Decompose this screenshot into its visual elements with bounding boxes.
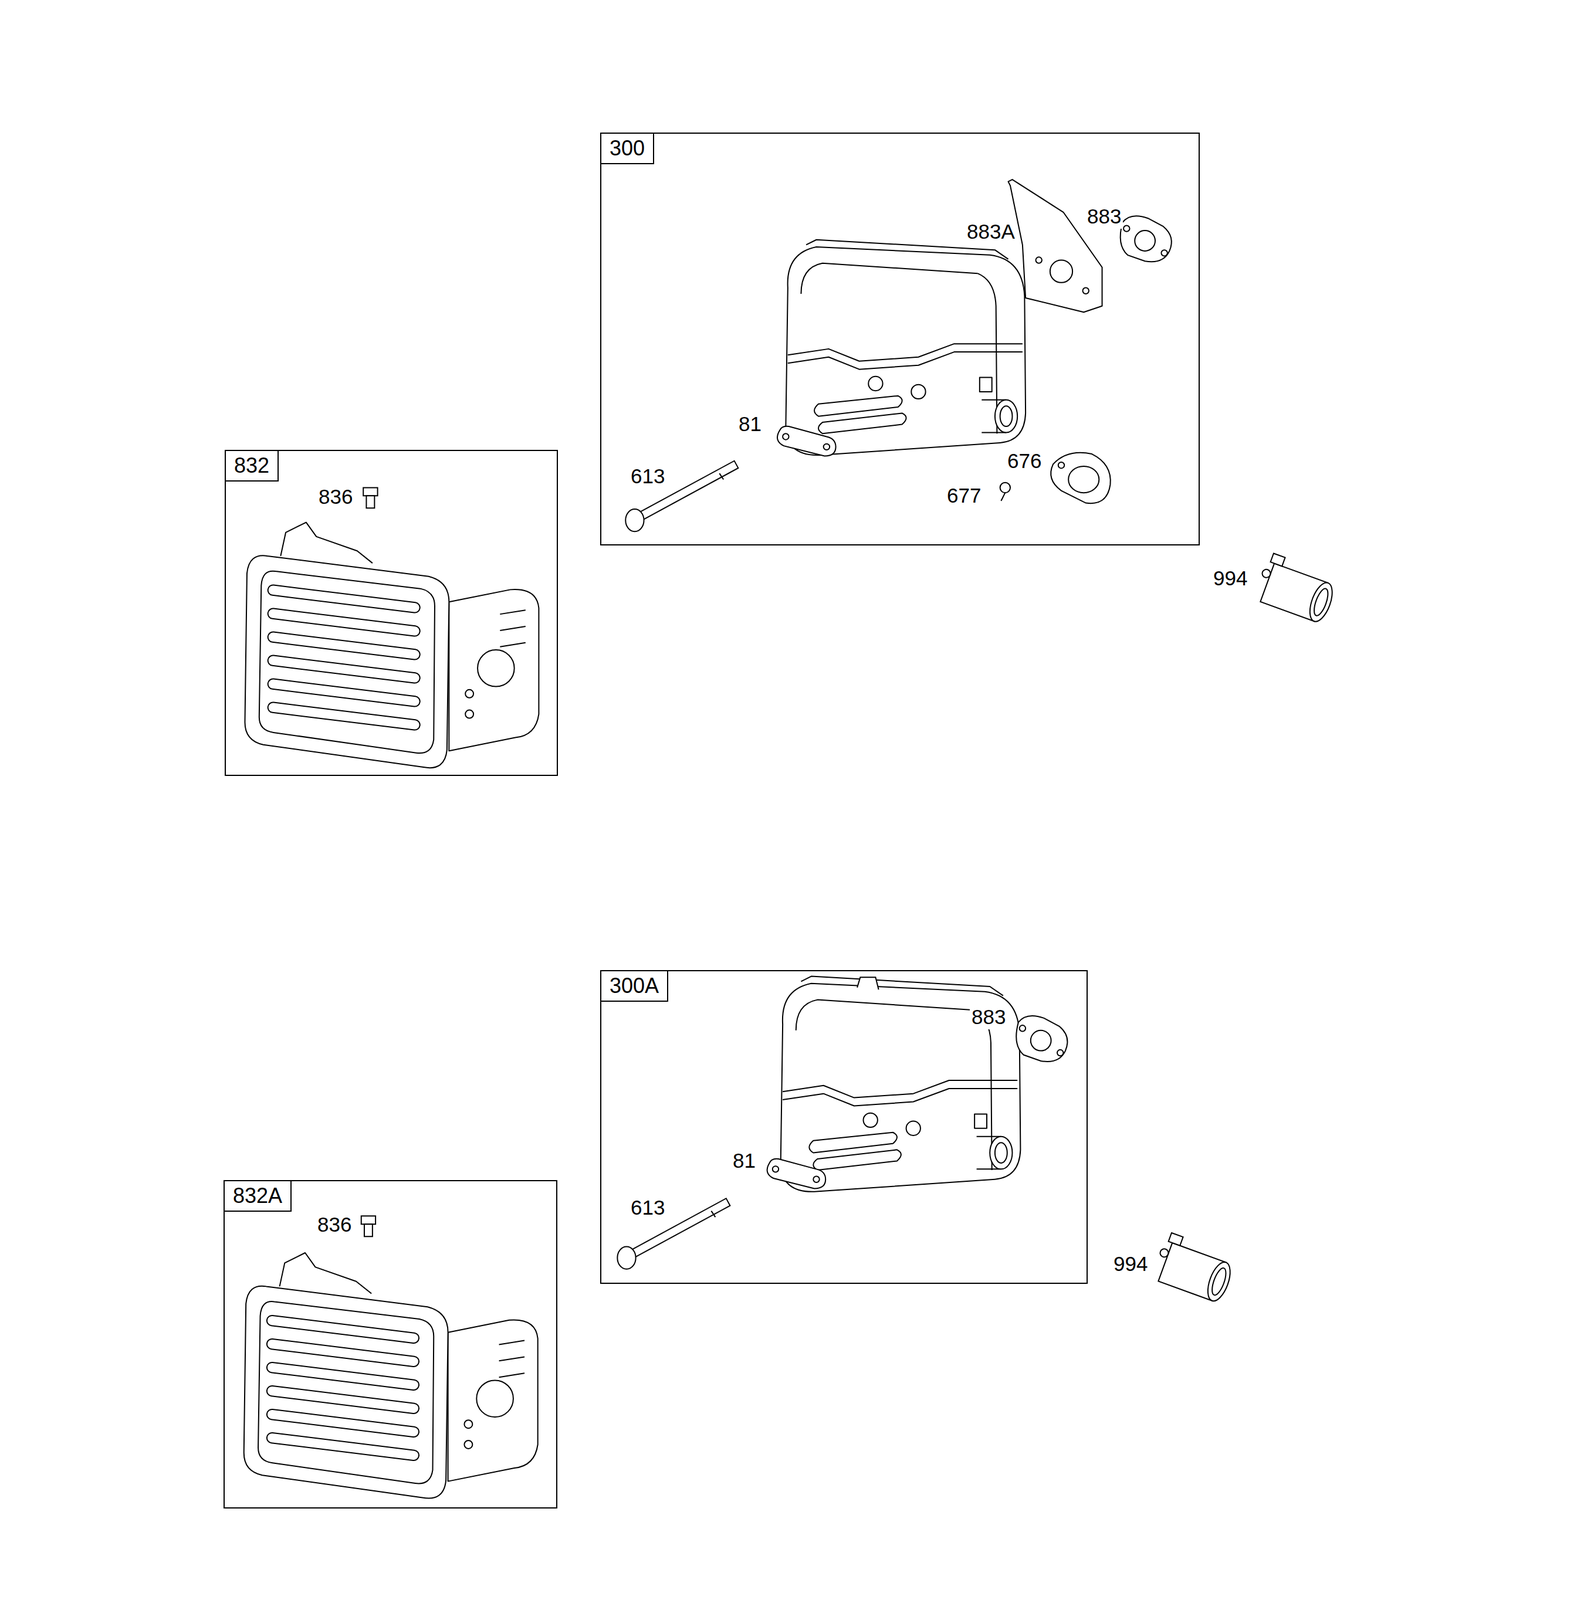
bolt — [625, 464, 737, 532]
callout-number: 883 — [1085, 204, 1123, 229]
panel-number: 300A — [601, 971, 669, 1003]
spark-arrester — [1252, 552, 1340, 625]
muffler-tab — [857, 977, 879, 990]
callout-number: 883 — [969, 1004, 1008, 1030]
callout-number: 81 — [730, 1148, 758, 1174]
callout-number: 836 — [315, 1212, 354, 1238]
bracket — [1008, 179, 1103, 313]
callout-number: 677 — [945, 483, 983, 509]
panel-box: 832 — [224, 449, 558, 777]
screw — [1000, 482, 1011, 502]
illustration — [244, 179, 1340, 1499]
heat-shield — [244, 1253, 538, 1499]
panel-box: 300A — [600, 970, 1088, 1285]
muffler — [780, 976, 1021, 1193]
callout-number: 994 — [1211, 566, 1250, 591]
callout-number: 994 — [1111, 1251, 1150, 1277]
callout-number: 613 — [628, 464, 667, 489]
panel-number: 832 — [225, 451, 279, 482]
callout-number: 836 — [316, 484, 355, 510]
lock-plate — [767, 1159, 827, 1190]
heat-shield — [244, 522, 539, 769]
screw — [363, 487, 378, 509]
muffler — [785, 239, 1026, 456]
deflector — [1050, 452, 1111, 504]
spark-arrester — [1150, 1232, 1238, 1305]
callout-number: 883A — [965, 219, 1017, 245]
panel-number: 300 — [601, 133, 655, 165]
callout-number: 676 — [1005, 448, 1044, 474]
panel-number: 832A — [224, 1181, 292, 1213]
callout-number: 81 — [736, 411, 764, 437]
gasket — [1016, 1016, 1068, 1062]
panel-box: 300 — [600, 132, 1200, 546]
gasket — [1120, 215, 1172, 262]
lock-plate — [777, 426, 837, 457]
screw — [361, 1216, 376, 1237]
callout-number: 613 — [628, 1195, 667, 1221]
panel-box: 832A — [223, 1180, 558, 1509]
